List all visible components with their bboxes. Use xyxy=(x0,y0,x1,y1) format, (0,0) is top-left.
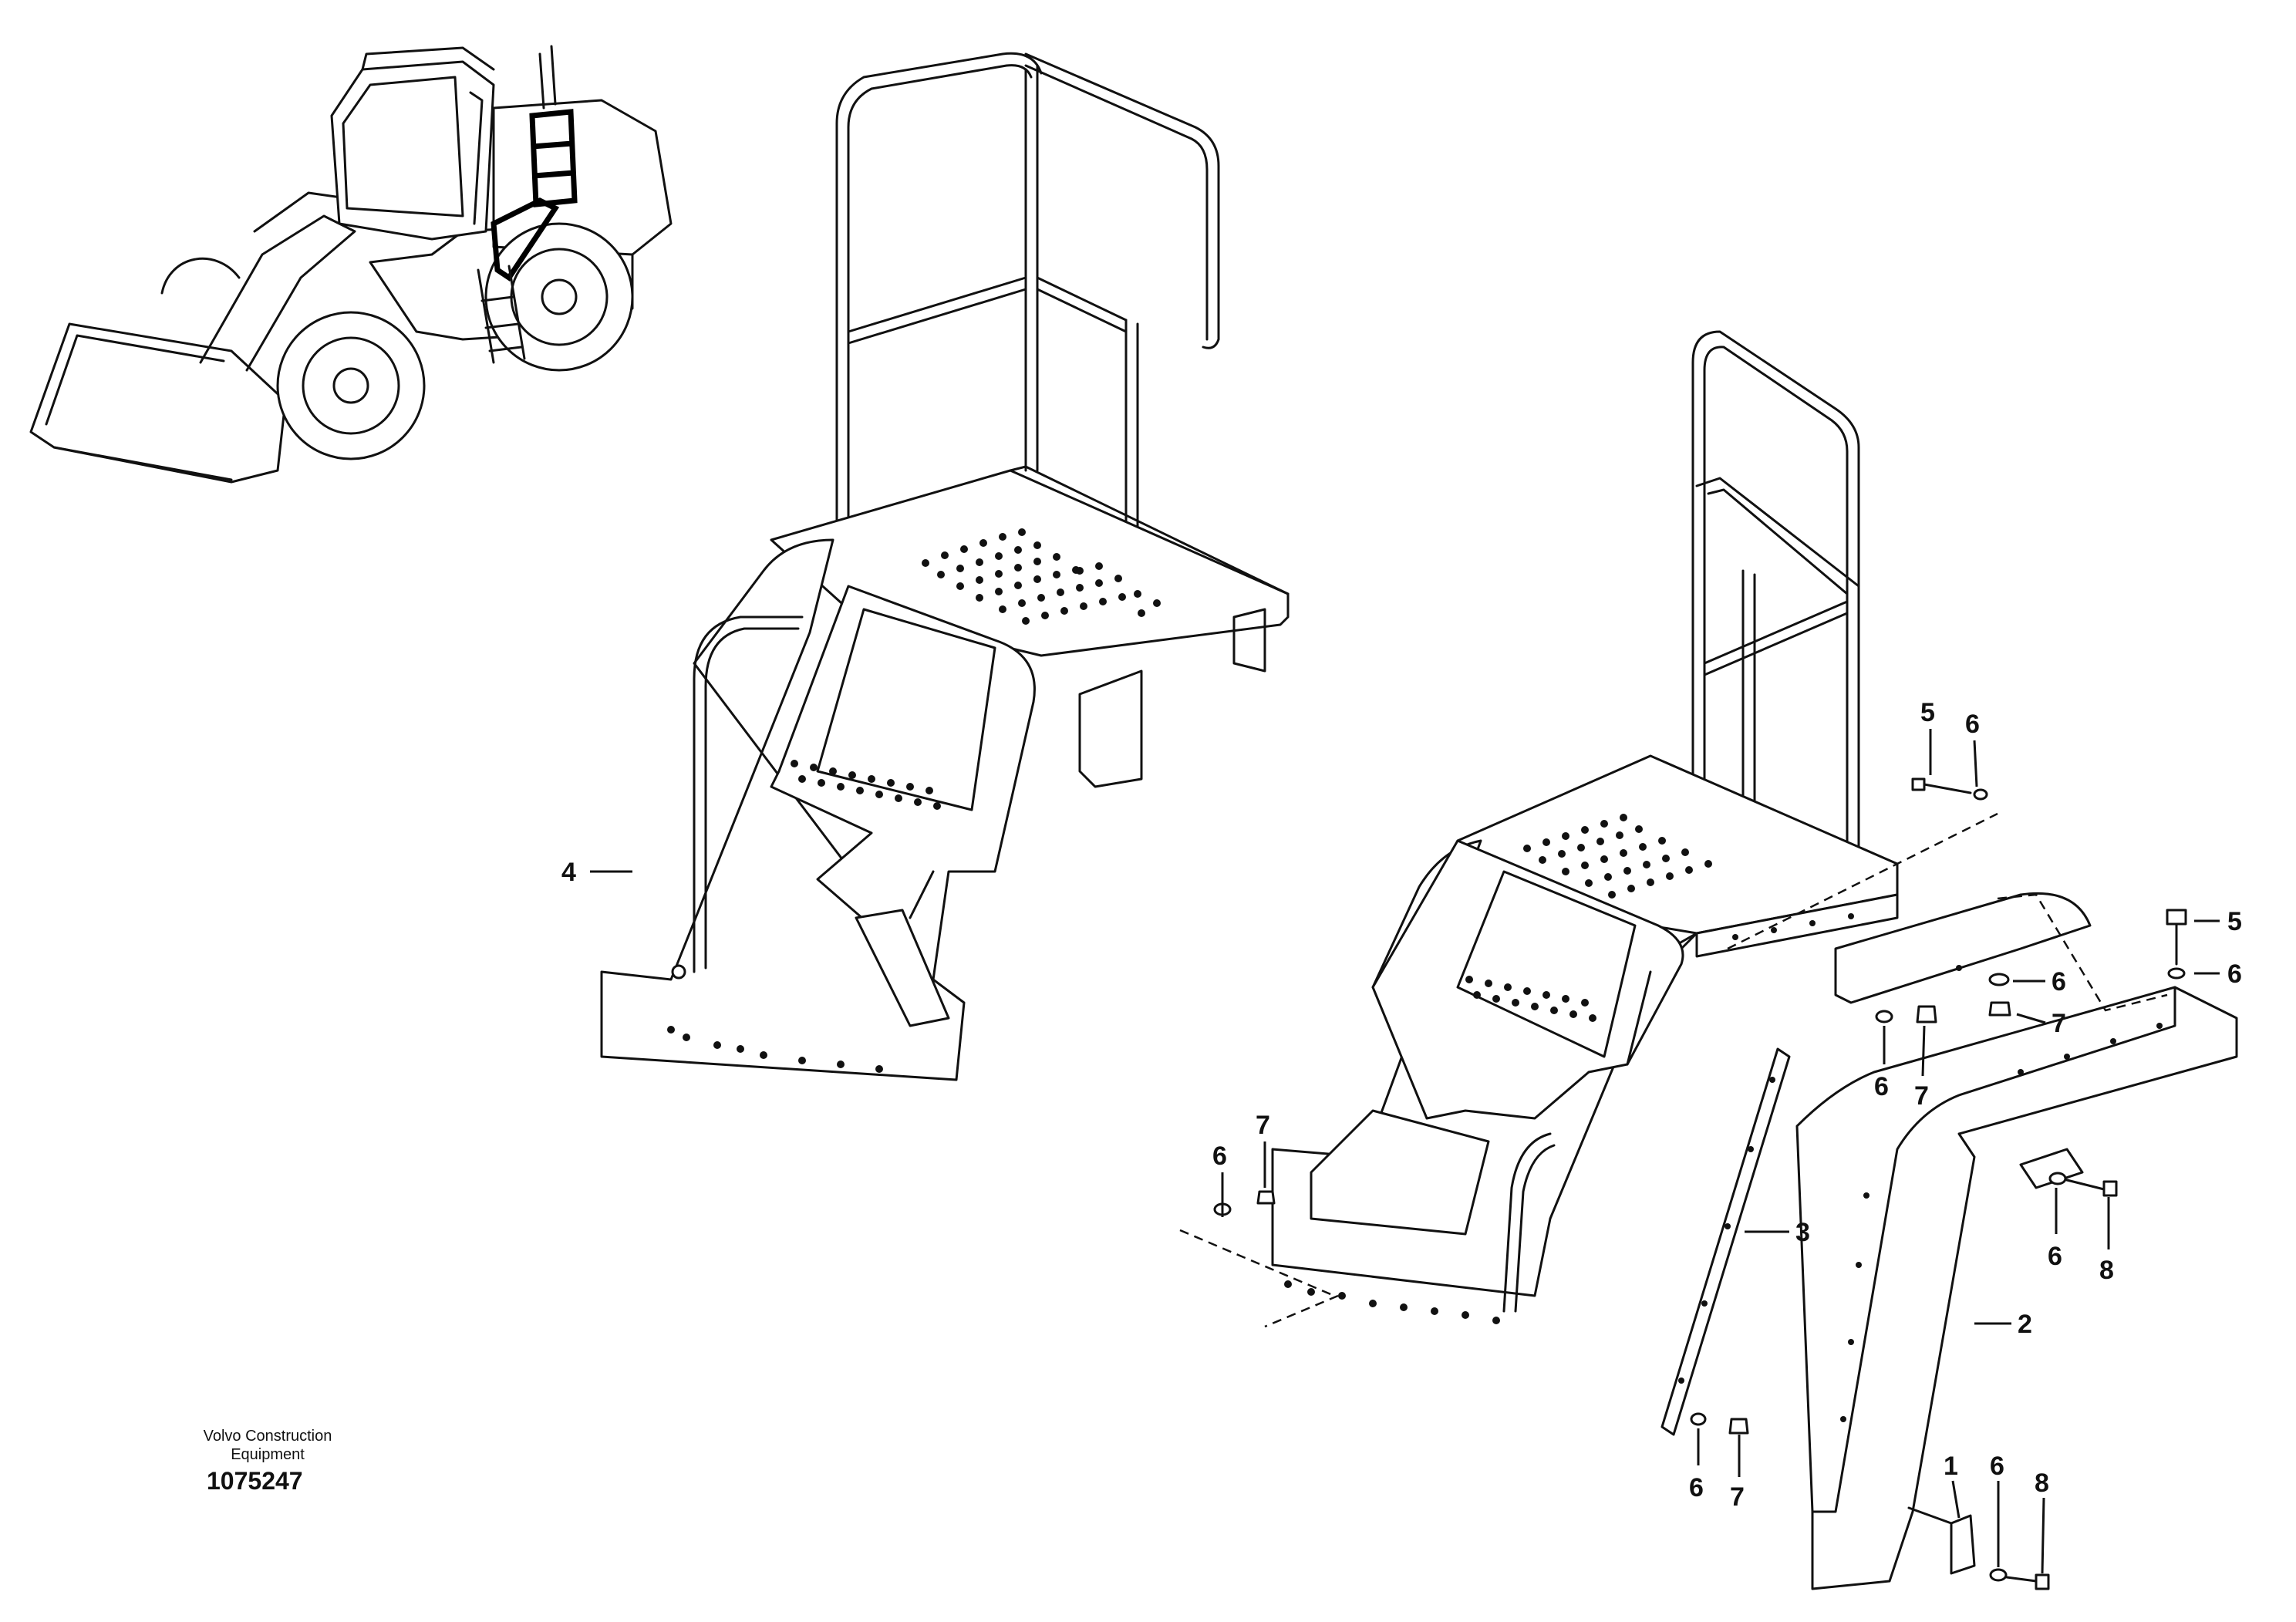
part-3-strip xyxy=(1660,1047,1791,1436)
fasteners xyxy=(1213,777,2187,1590)
callout-6: 6 xyxy=(1689,1473,1704,1502)
callout-3: 3 xyxy=(1795,1218,1810,1247)
callout-6: 6 xyxy=(2048,1242,2062,1271)
credit-line-2: Equipment xyxy=(231,1446,305,1463)
step-perforations-right xyxy=(1465,976,1596,1022)
callout-6: 6 xyxy=(1965,710,1980,739)
deck-perforations-right xyxy=(1523,814,1712,899)
callout-6: 6 xyxy=(1874,1072,1889,1101)
callout-7: 7 xyxy=(1730,1482,1745,1512)
reference-lines xyxy=(1179,812,2168,1328)
callout-7: 7 xyxy=(1914,1081,1929,1111)
document-number: 1075247 xyxy=(207,1467,303,1495)
platform-assembly-left xyxy=(600,52,1290,1081)
part-2-support xyxy=(1795,892,2238,1590)
publisher-credit: Volvo Construction Equipment xyxy=(179,1427,356,1464)
callout-2: 2 xyxy=(2018,1310,2032,1339)
leader-lines xyxy=(590,729,2220,1574)
callout-4: 4 xyxy=(561,858,576,887)
callout-1: 1 xyxy=(1944,1452,1958,1481)
step-perforations-left xyxy=(791,760,941,810)
deck-perforations-left xyxy=(922,528,1161,625)
callout-6: 6 xyxy=(2052,967,2066,996)
wheel-loader-thumbnail xyxy=(29,45,673,484)
callout-8: 8 xyxy=(2099,1256,2114,1285)
callout-6: 6 xyxy=(2227,959,2242,989)
callout-5: 5 xyxy=(1920,698,1935,727)
callout-7: 7 xyxy=(2052,1009,2066,1038)
callout-7: 7 xyxy=(1256,1111,1270,1140)
callout-5: 5 xyxy=(2227,907,2242,936)
platform-assembly-right xyxy=(1271,330,1899,1324)
callout-6: 6 xyxy=(1990,1452,2004,1481)
callouts: 4 5 6 5 6 6 7 6 7 6 7 3 6 8 2 6 7 1 6 8 xyxy=(561,698,2242,1512)
callout-8: 8 xyxy=(2035,1469,2049,1498)
callout-6: 6 xyxy=(1212,1141,1227,1171)
credit-line-1: Volvo Construction xyxy=(203,1428,332,1445)
